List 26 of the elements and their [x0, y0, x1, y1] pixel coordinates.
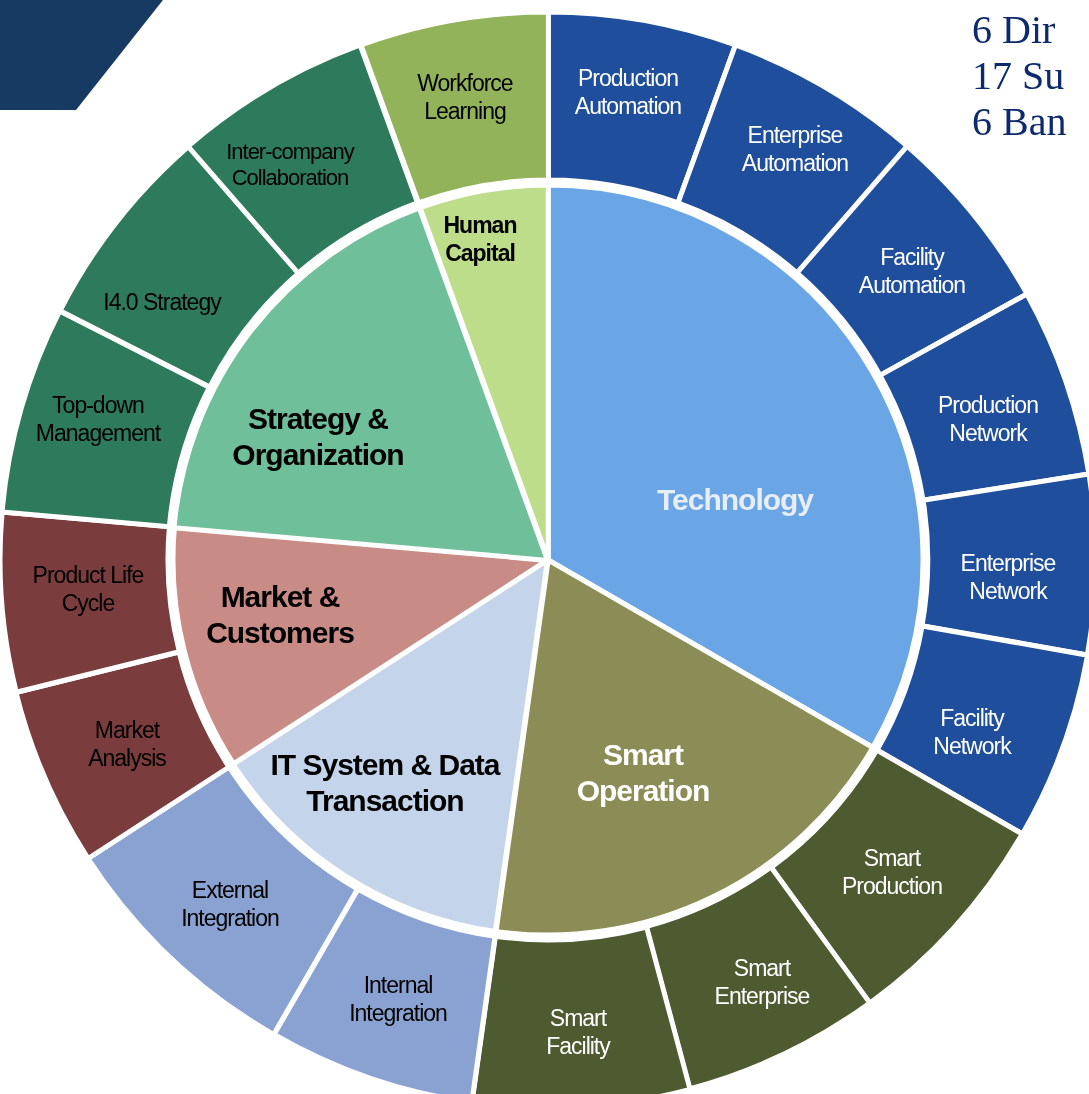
subdimension-label: I4.0 Strategy — [102, 289, 223, 317]
subdimension-label: Internal Integration — [348, 972, 448, 1028]
subdimension-label: Facility Network — [932, 705, 1013, 761]
subdimension-label: Smart Production — [841, 845, 943, 901]
subdimension-label: Enterprise Network — [959, 550, 1057, 606]
subdimension-label: Product Life Cycle — [31, 562, 145, 618]
subdimension-label: Top-down Management — [34, 392, 162, 448]
summary-text: 6 Dir — [972, 10, 1056, 50]
subdimension-label: Production Automation — [573, 65, 683, 121]
dimension-label: IT System & Data Transaction — [269, 747, 502, 819]
dimension-label: Strategy & Organization — [231, 401, 405, 473]
dimension-label: Technology — [655, 482, 815, 518]
summary-text: 17 Su — [972, 56, 1065, 96]
subdimension-label: Smart Enterprise — [713, 955, 811, 1011]
subdimension-label: Market Analysis — [87, 717, 167, 773]
subdimension-label: Smart Facility — [545, 1005, 612, 1061]
dimension-label: Smart Operation — [575, 737, 711, 809]
subdimension-label: Production Network — [937, 392, 1039, 448]
subdimension-label: Workforce Learning — [416, 70, 514, 126]
subdimension-label: External Integration — [180, 877, 280, 933]
subdimension-label: Inter-company Collaboration — [225, 138, 356, 192]
summary-text: 6 Ban — [972, 102, 1067, 142]
dimension-label: Market & Customers — [205, 579, 355, 651]
subdimension-label: Enterprise Automation — [740, 122, 850, 178]
dimension-label: Human Capital — [442, 212, 518, 268]
subdimension-label: Facility Automation — [857, 244, 967, 300]
